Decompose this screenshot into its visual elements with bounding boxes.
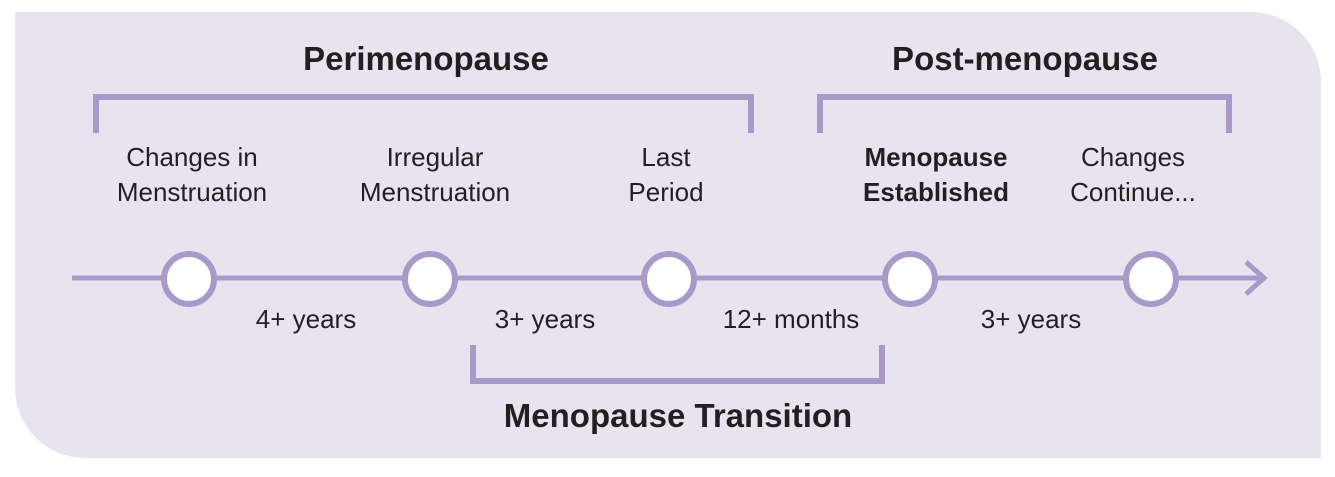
interval-label-3: 12+ months	[722, 304, 860, 334]
stage-label-line2: Established	[863, 177, 1009, 207]
stage-label-changes-in-menstruation: Changes in Menstruation	[117, 140, 267, 210]
stage-label-line2: Period	[628, 177, 704, 207]
perimenopause-title: Perimenopause	[303, 40, 549, 77]
stage-label-line2: Menstruation	[116, 177, 268, 207]
timeline-arrowhead	[1244, 260, 1268, 296]
interval-label-2: 3+ years	[494, 304, 596, 334]
stage-label-line1: Changes	[1080, 142, 1186, 172]
stage-label-line1: Last	[641, 142, 691, 172]
transition-bracket	[470, 345, 885, 384]
timeline-node-menopause-established	[882, 251, 938, 307]
timeline-node-irregular-menstruation	[402, 251, 458, 307]
stage-label-line2: Continue...	[1070, 177, 1196, 207]
stage-label-line1: Changes in	[126, 142, 258, 172]
interval-label-4: 3+ years	[980, 304, 1082, 334]
interval-label-1: 4+ years	[255, 304, 357, 334]
stage-label-last-period: Last Period	[628, 140, 703, 210]
stage-label-line2: Menstruation	[359, 177, 511, 207]
menopause-transition-title: Menopause Transition	[503, 397, 853, 434]
timeline-node-changes-in-menstruation	[161, 251, 217, 307]
postmenopause-title: Post-menopause	[892, 40, 1158, 77]
timeline-node-last-period	[641, 251, 697, 307]
stage-label-irregular-menstruation: Irregular Menstruation	[360, 140, 510, 210]
perimenopause-bracket	[93, 94, 754, 133]
postmenopause-bracket	[817, 94, 1232, 133]
stage-label-line1: Irregular	[386, 142, 484, 172]
stage-label-changes-continue: Changes Continue...	[1070, 140, 1196, 210]
stage-label-menopause-established: Menopause Established	[863, 140, 1009, 210]
timeline-node-changes-continue	[1123, 251, 1179, 307]
stage-label-line1: Menopause	[864, 142, 1008, 172]
